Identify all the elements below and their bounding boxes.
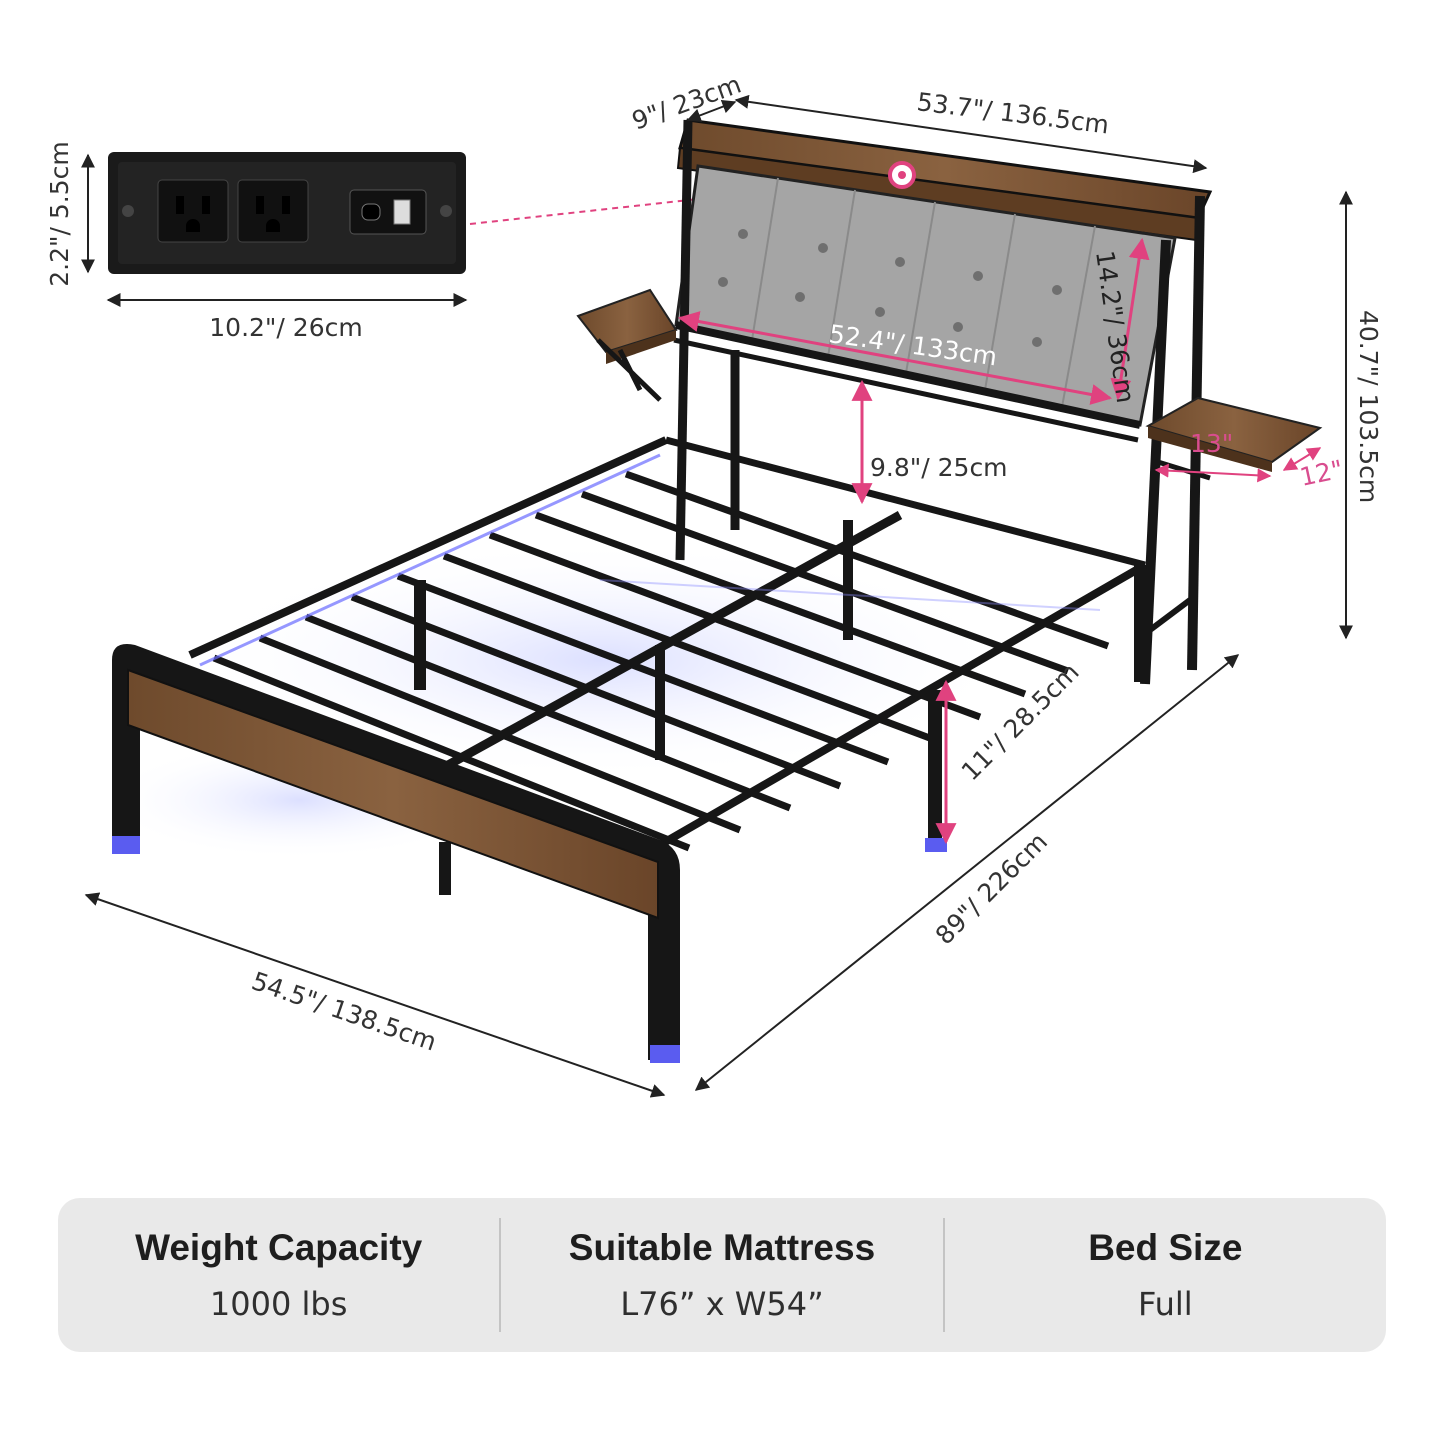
ac-outlet-icon [157,179,229,243]
shelf-length-label: 13" [1190,429,1233,458]
led-leg-glow [112,836,140,854]
headboard-width-label: 53.7"/ 136.5cm [915,87,1110,139]
bed-width-label: 54.5"/ 138.5cm [248,966,440,1056]
spec-suitable-mattress: Suitable Mattress L76” x W54” [499,1218,942,1332]
spec-value: Full [1137,1285,1193,1323]
led-strip [199,453,661,667]
power-outlet-box [108,152,466,274]
specs-panel: Weight Capacity 1000 lbs Suitable Mattre… [58,1198,1386,1352]
shelf-width-label: 12" [1297,454,1345,491]
usb-c-port-icon [361,203,381,221]
screw-icon [122,205,134,217]
ac-outlet-icon [237,179,309,243]
spec-title: Weight Capacity [135,1227,423,1268]
outlet-width-label: 10.2"/ 26cm [209,313,362,342]
spec-bed-size: Bed Size Full [942,1218,1386,1332]
total-height-label: 40.7"/ 103.5cm [1354,310,1383,503]
spec-title: Bed Size [1088,1227,1243,1268]
outlet-height-label: 2.2"/ 5.5cm [45,141,74,286]
usb-a-port-icon [393,199,411,225]
side-shelf-left [576,288,678,402]
side-shelf-right [1145,396,1323,481]
spec-value: 1000 lbs [209,1285,348,1323]
spec-value: L76” x W54” [620,1285,824,1323]
screw-icon [440,205,452,217]
spec-title: Suitable Mattress [568,1227,876,1268]
under-headboard-gap-label: 9.8"/ 25cm [870,453,1008,482]
led-leg-glow [650,1045,680,1063]
spec-weight-capacity: Weight Capacity 1000 lbs [58,1198,499,1352]
